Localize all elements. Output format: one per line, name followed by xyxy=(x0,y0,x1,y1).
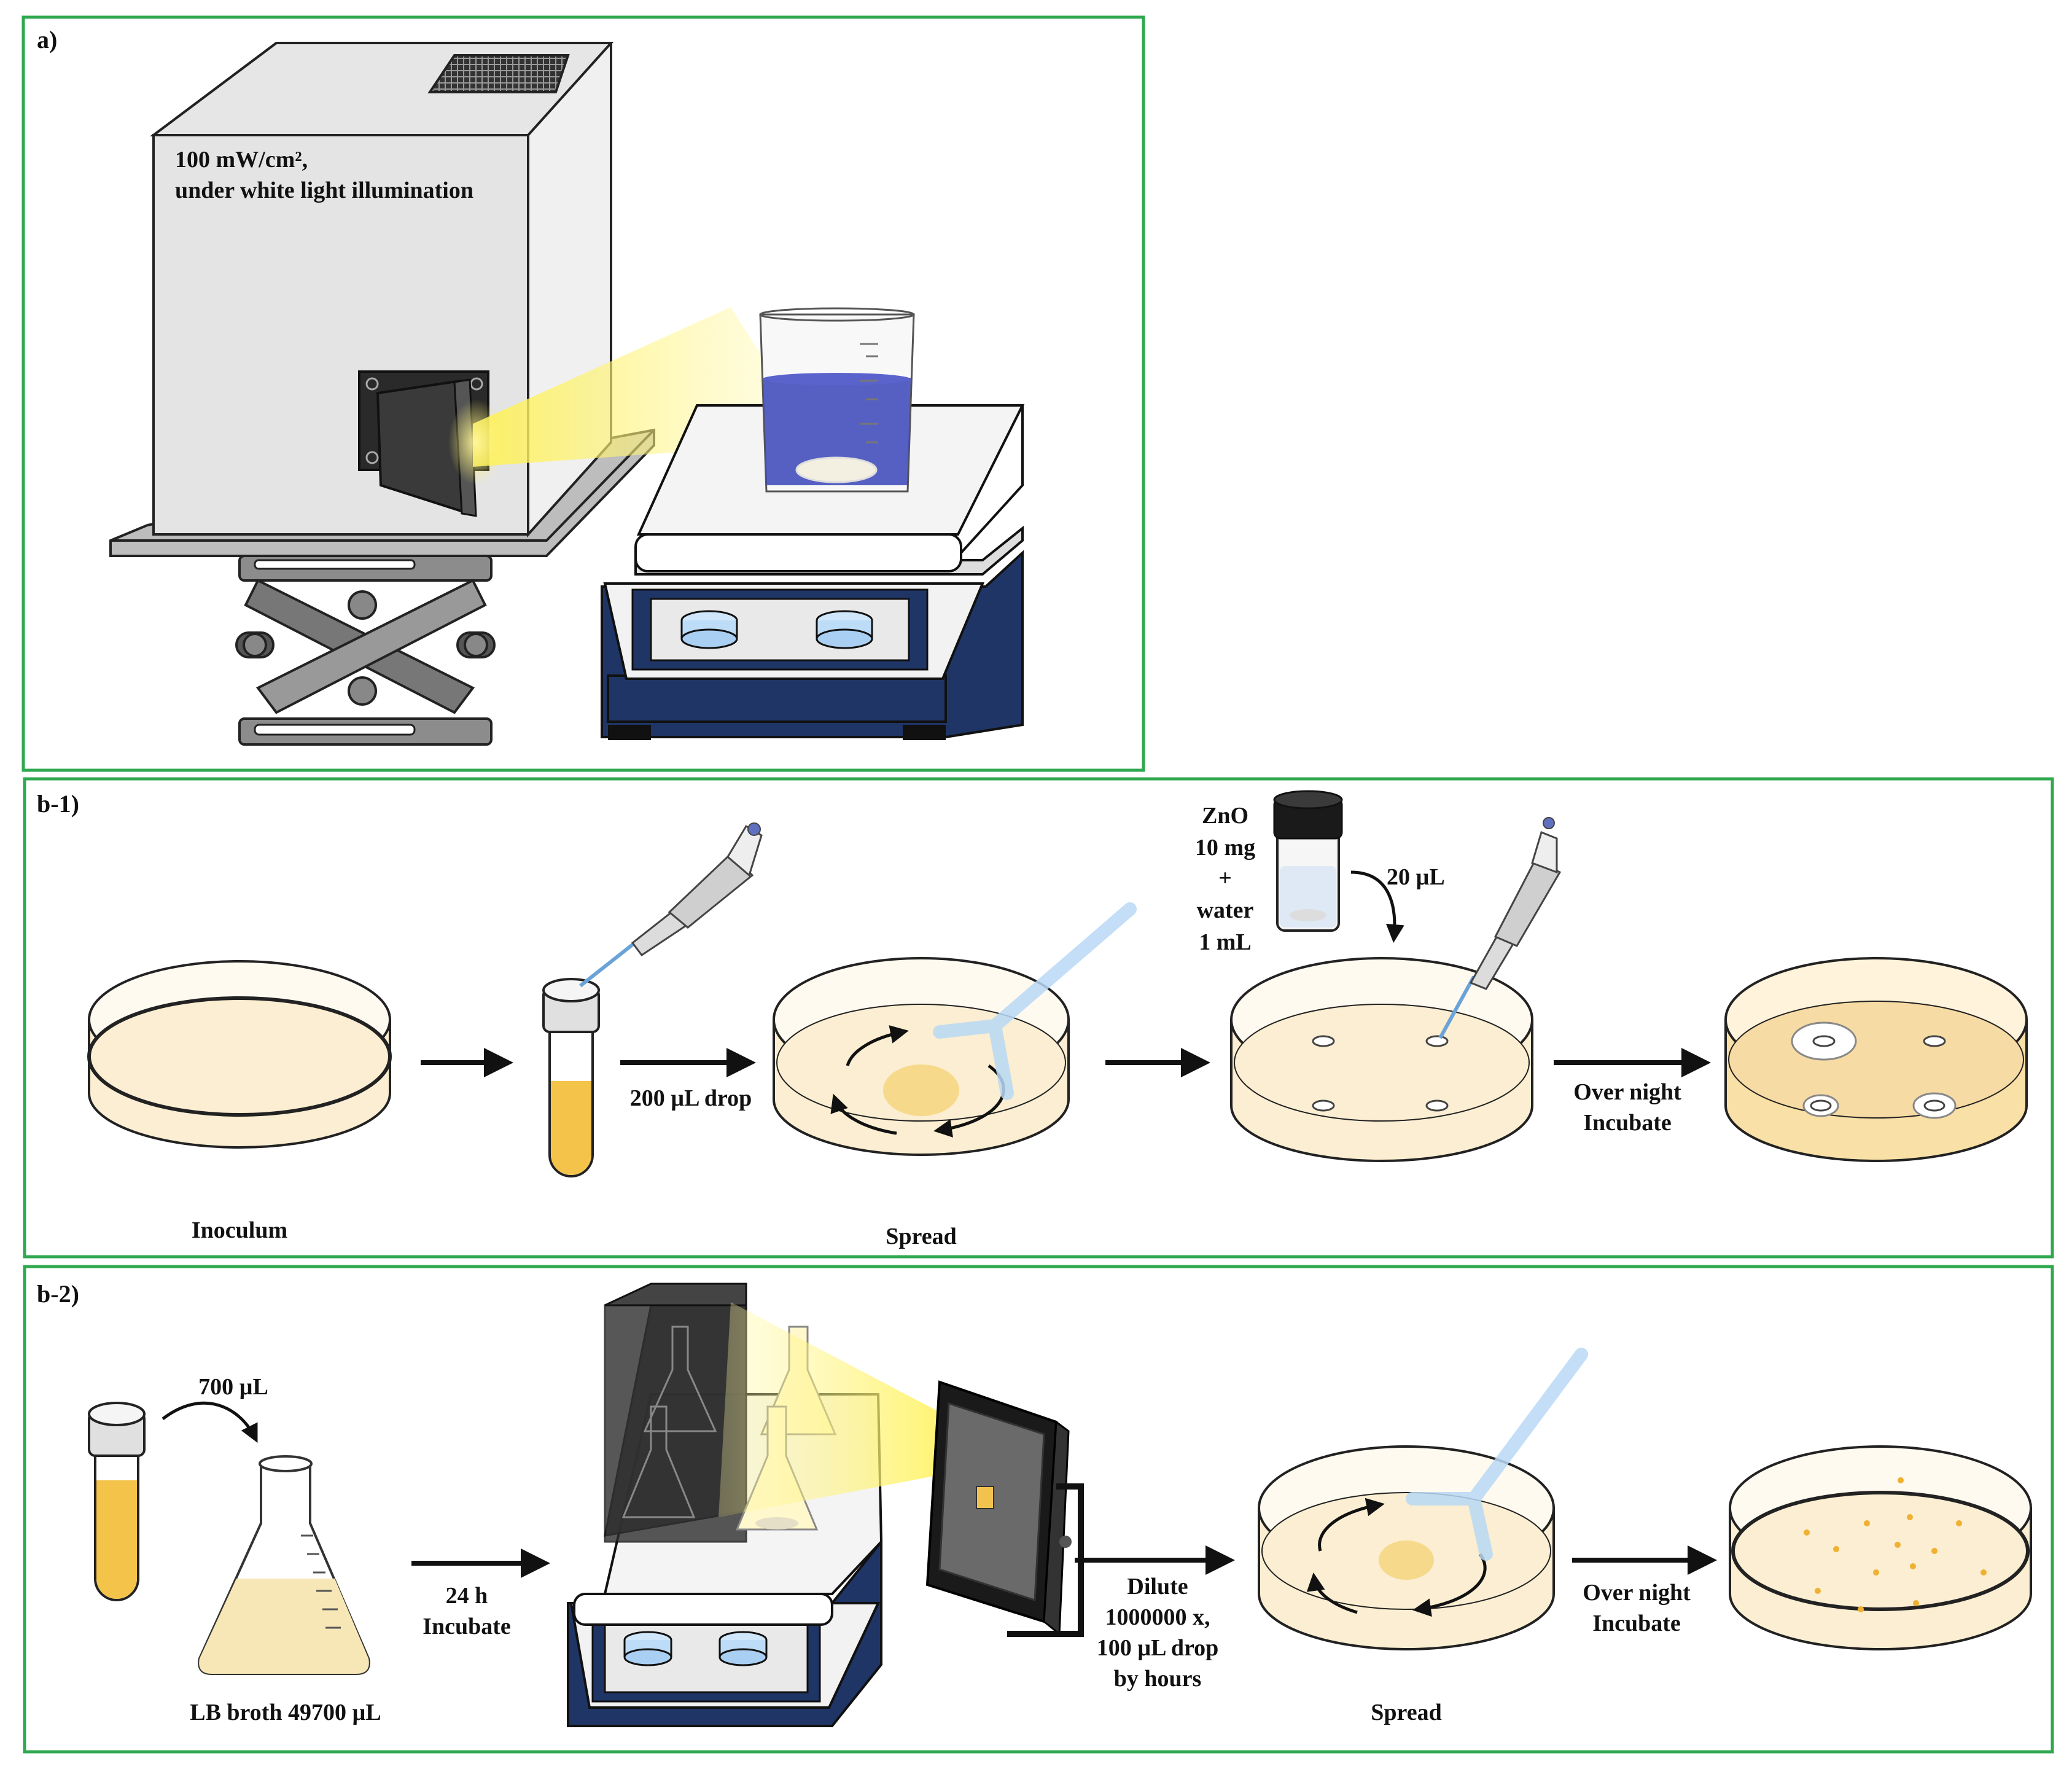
panel-a: a) 100 mW/cm², under white xyxy=(21,15,1145,772)
spreader-icon xyxy=(933,902,1137,1100)
hotplate-stirrer xyxy=(601,404,1025,740)
lamp-text-line1: 100 mW/cm², xyxy=(175,147,308,173)
bacterial-colonies xyxy=(1804,1477,1987,1612)
incubate2-line1: Over night xyxy=(1583,1580,1691,1606)
panel-b1: b-1) Inoculum 200 µL drop xyxy=(23,777,2054,1259)
petri-dish-result xyxy=(1724,957,2028,1162)
circular-arrows-icon-2 xyxy=(1306,1498,1487,1617)
pipette-icon-2 xyxy=(1438,817,1562,1039)
culture-tube xyxy=(542,978,600,1177)
zno-text-line1: ZnO xyxy=(1202,803,1248,829)
dark-box xyxy=(604,1283,747,1543)
transfer-label: 700 µL xyxy=(198,1374,268,1400)
panel-b2: b-2) 700 µL LB broth 49700 µL 24 h Incub… xyxy=(23,1265,2054,1754)
zno-vial xyxy=(1273,790,1343,932)
beaker xyxy=(759,307,915,493)
vent-grille xyxy=(427,54,570,93)
panel-b1-border xyxy=(23,777,2054,1259)
zno-text-line5: 1 mL xyxy=(1199,929,1252,955)
drop-label: 200 µL drop xyxy=(630,1085,752,1111)
scissor-lift xyxy=(235,555,496,746)
pipette-icon xyxy=(579,822,763,988)
volume-label: 20 µL xyxy=(1387,864,1445,890)
dilute-line1: Dilute xyxy=(1127,1574,1188,1599)
petri-dish-spread xyxy=(773,957,1070,1156)
vial-arrow xyxy=(1350,870,1404,943)
transfer-arrow xyxy=(162,1401,258,1443)
dilute-line4: by hours xyxy=(1114,1666,1202,1692)
broth-label: LB broth 49700 µL xyxy=(190,1700,381,1725)
panel-b2-label: b-2) xyxy=(37,1280,79,1308)
lamp-text-line2: under white light illumination xyxy=(175,178,473,203)
incubate24-line1: 24 h xyxy=(446,1583,488,1609)
erlenmeyer-flask xyxy=(198,1455,370,1675)
incubate-text-line2: Incubate xyxy=(1583,1110,1672,1136)
petri-dish-disks xyxy=(1230,957,1533,1162)
incubate2-line2: Incubate xyxy=(1592,1611,1681,1636)
inoculum-label: Inoculum xyxy=(192,1217,287,1243)
panel-b1-label: b-1) xyxy=(37,790,79,818)
culture-tube-2 xyxy=(88,1402,146,1601)
zno-text-line4: water xyxy=(1197,897,1254,923)
petri-dish-spread-2 xyxy=(1258,1445,1555,1650)
panel-a-border xyxy=(21,15,1145,772)
incubate-text-line1: Over night xyxy=(1573,1079,1681,1105)
spreader-icon-2 xyxy=(1406,1348,1588,1561)
petri-dish-colonies xyxy=(1729,1445,2032,1650)
incubate24-line2: Incubate xyxy=(423,1614,511,1639)
panel-a-label: a) xyxy=(37,26,57,53)
panel-b2-border xyxy=(23,1265,2054,1754)
dilute-line2: 1000000 x, xyxy=(1105,1604,1210,1630)
zno-text-line3: + xyxy=(1218,865,1232,891)
floodlight-icon xyxy=(925,1380,1084,1637)
petri-dish-inoculum xyxy=(87,960,392,1149)
dilute-line3: 100 µL drop xyxy=(1097,1635,1219,1661)
zno-text-line2: 10 mg xyxy=(1195,835,1255,861)
spread-label: Spread xyxy=(886,1224,956,1249)
spread-label-2: Spread xyxy=(1371,1700,1441,1725)
light-beam-2 xyxy=(719,1302,976,1517)
